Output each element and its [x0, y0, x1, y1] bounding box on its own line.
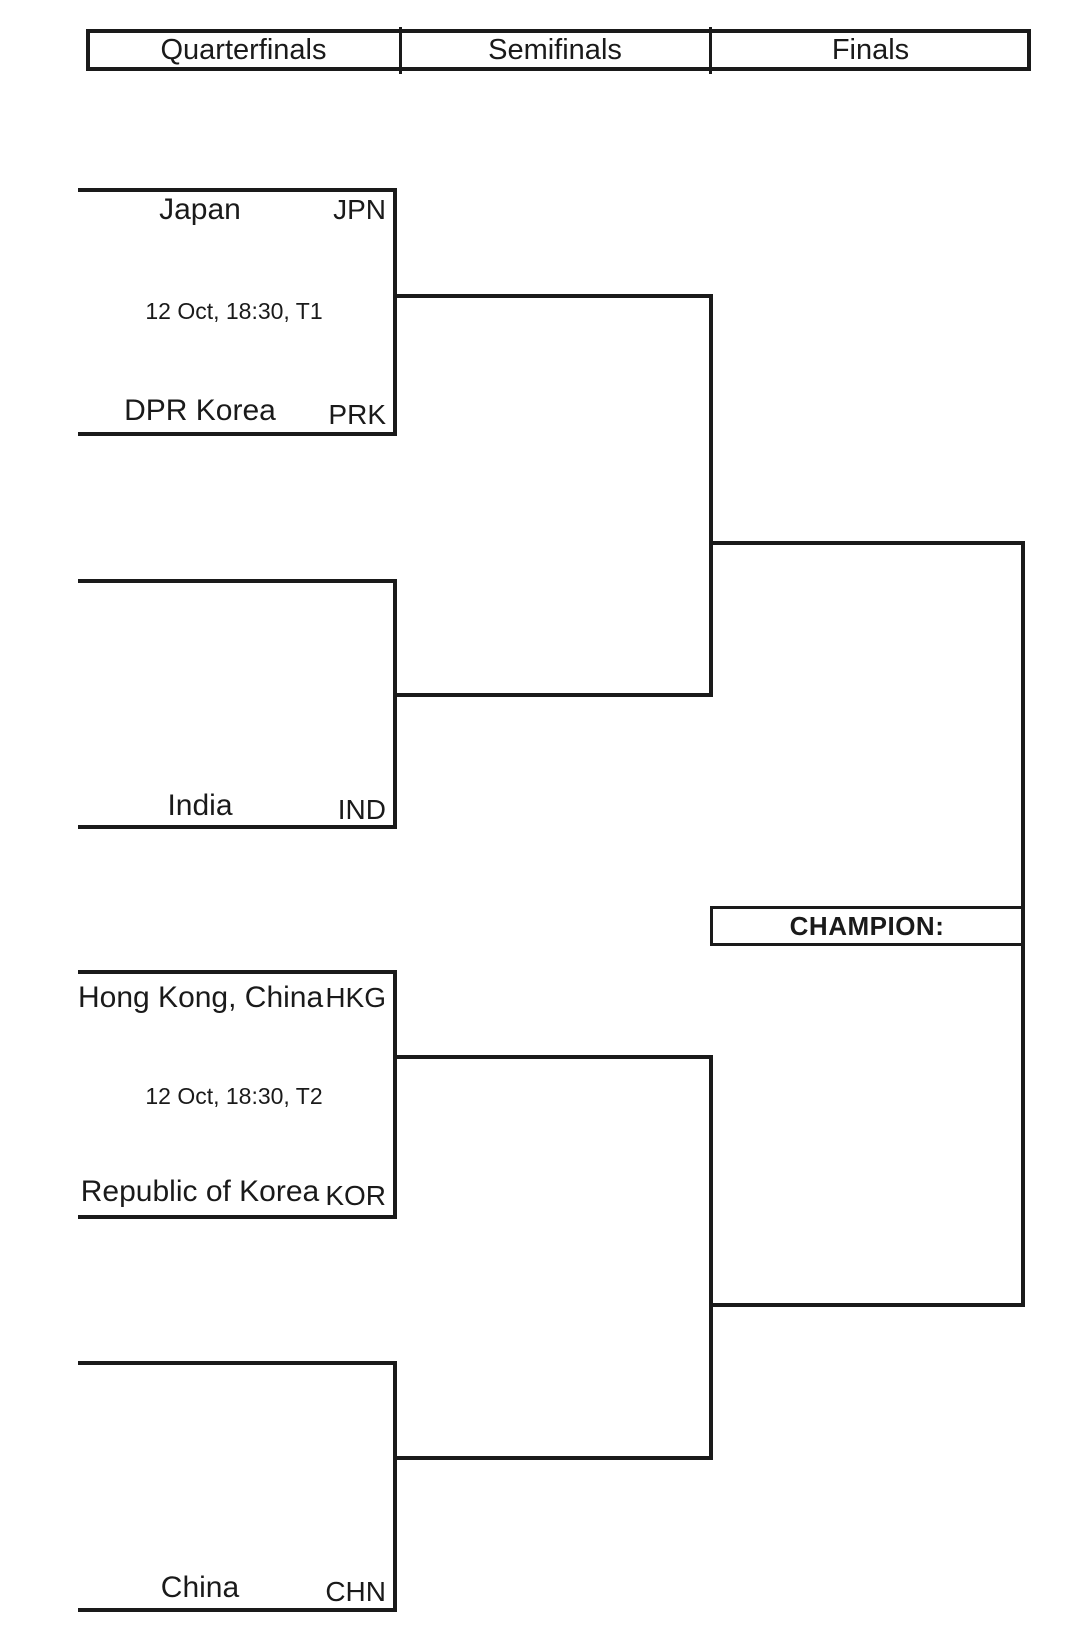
round-label-quarterfinals: Quarterfinals [160, 33, 327, 66]
qf1-top-line [78, 188, 397, 192]
qf3-bottom-line [78, 1215, 397, 1219]
qf2-vertical-line [393, 579, 397, 829]
team-name: Republic of Korea [80, 1175, 320, 1208]
champion-box: CHAMPION: [710, 906, 1024, 946]
qf2-bottom-line [78, 825, 397, 829]
header-divider-2 [709, 27, 712, 74]
team-code: PRK [328, 399, 386, 430]
team-name: Japan [159, 193, 241, 226]
qf3-bottom-team-slot: Republic of Korea KOR [78, 1175, 390, 1213]
qf2-winner-connector-line [393, 693, 713, 697]
qf4-bottom-line [78, 1608, 397, 1612]
round-label-finals: Finals [831, 33, 910, 66]
qf4-winner-connector-line [393, 1456, 713, 1460]
qf1-bottom-line [78, 432, 397, 436]
team-code: IND [337, 794, 386, 825]
qf2-top-line [78, 579, 397, 583]
qf4-vertical-line [393, 1361, 397, 1612]
qf3-schedule: 12 Oct, 18:30, T2 [145, 1083, 323, 1109]
team-name: China [160, 1571, 240, 1604]
team-code: KOR [325, 1180, 386, 1211]
sf1-winner-connector-line [709, 541, 1025, 545]
qf4-top-line [78, 1361, 397, 1365]
sf2-vertical-line [709, 1055, 713, 1460]
team-name: India [167, 789, 233, 822]
sf1-vertical-line [709, 294, 713, 697]
qf3-winner-connector-line [393, 1055, 713, 1059]
qf3-top-team-slot: Hong Kong, China HKG [78, 981, 390, 1019]
qf1-top-team-slot: Japan JPN [78, 193, 390, 231]
qf1-winner-connector-line [393, 294, 713, 298]
qf3-vertical-line [393, 970, 397, 1219]
round-label-semifinals: Semifinals [488, 33, 622, 66]
qf1-vertical-line [393, 188, 397, 436]
team-name: Hong Kong, China [78, 981, 324, 1014]
round-header-box [86, 29, 1031, 71]
team-code: HKG [325, 982, 386, 1013]
team-code: JPN [333, 194, 386, 225]
champion-label: CHAMPION: [789, 910, 945, 941]
sf2-winner-connector-line [709, 1303, 1025, 1307]
qf3-top-line [78, 970, 397, 974]
qf1-schedule: 12 Oct, 18:30, T1 [145, 298, 323, 324]
header-divider-1 [399, 27, 402, 74]
team-code: CHN [325, 1576, 386, 1607]
qf4-bottom-team-slot: China CHN [78, 1571, 390, 1609]
qf1-bottom-team-slot: DPR Korea PRK [78, 394, 390, 432]
qf2-bottom-team-slot: India IND [78, 789, 390, 827]
team-name: DPR Korea [124, 394, 276, 427]
